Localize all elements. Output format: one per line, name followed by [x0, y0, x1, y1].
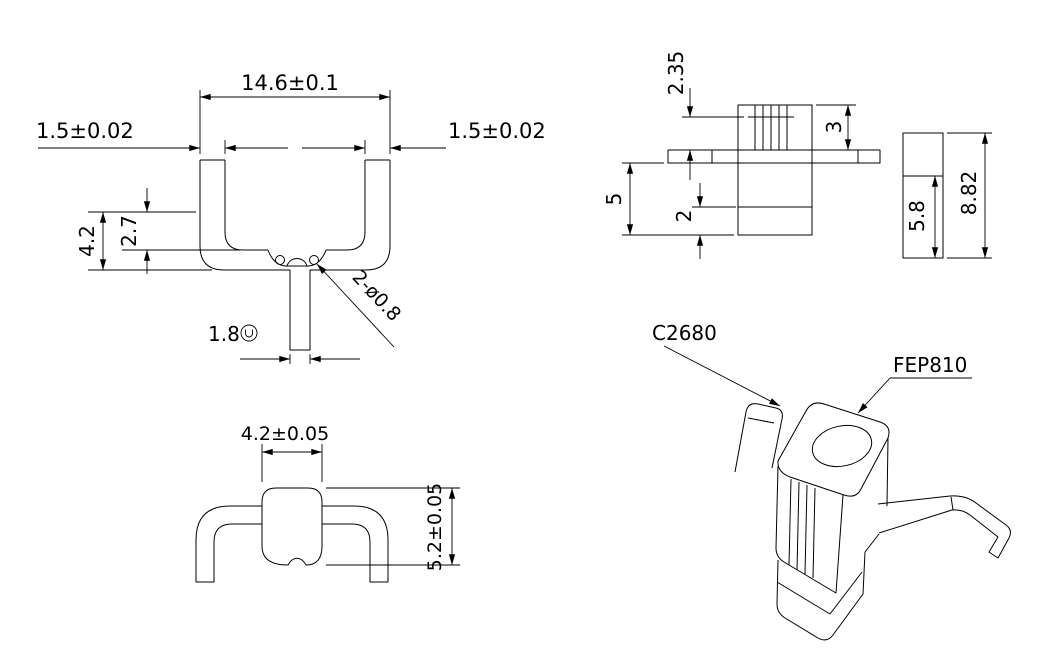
dim-text-tab-width: 1.8 — [208, 322, 240, 346]
side-body — [737, 104, 813, 236]
iso-top-hole — [811, 424, 873, 468]
iso-arm — [877, 495, 1011, 559]
dim-text-leg-total: 8.82 — [957, 171, 981, 216]
dim-text-base-height: 2 — [672, 210, 696, 223]
dim-text-height-outer: 4.2 — [75, 225, 99, 257]
side-tab-right — [812, 149, 881, 164]
iso-view: C2680 FEP810 — [652, 321, 1011, 641]
dim-text-leg-left: 1.5±0.02 — [36, 119, 134, 143]
front-hole-left — [275, 255, 285, 265]
front-outline-outer — [199, 160, 391, 351]
iso-groove — [812, 487, 816, 579]
front-outline-inner-left — [224, 160, 268, 251]
label-body-material: FEP810 — [893, 353, 967, 377]
iso-lower-band-right — [829, 571, 863, 615]
side-view: 2.35 3 5 2 5.8 8.82 — [602, 51, 992, 259]
dim-text-section-width: 4.2±0.05 — [241, 423, 329, 445]
dim-text-holes: 2-ø0.8 — [348, 266, 406, 325]
side-tab-left — [667, 149, 738, 164]
iso-top-face — [777, 402, 890, 497]
dim-text-top-block: 3 — [822, 121, 846, 134]
section-leg-right — [322, 505, 389, 583]
iso-arm-under-edge — [864, 533, 880, 553]
leader-clip-material — [663, 345, 781, 407]
iso-arm-bend-line — [950, 496, 954, 511]
iso-clip-tab-fold — [747, 417, 775, 424]
front-dimple-dome — [286, 258, 308, 267]
dim-text-width-top: 14.6±0.1 — [241, 71, 339, 95]
front-outline-inner-right — [326, 160, 366, 251]
dim-text-leg-partial: 5.8 — [905, 200, 929, 232]
iso-front-face — [775, 465, 844, 594]
iso-groove — [796, 481, 800, 571]
section-view: 4.2±0.05 5.2±0.05 — [195, 423, 460, 583]
section-leg-left — [195, 505, 262, 583]
side-leg-plate — [902, 132, 944, 259]
iso-clip-tab — [734, 403, 783, 473]
circled-u-glyph — [245, 329, 253, 338]
dim-text-leg-right: 1.5±0.02 — [448, 119, 546, 143]
front-view: 14.6±0.1 1.5±0.02 1.5±0.02 4.2 2.7 1.8 2… — [36, 71, 546, 364]
leader-body-material — [857, 377, 891, 414]
leader-holes — [316, 263, 395, 348]
section-body — [261, 487, 323, 566]
iso-lower-block — [776, 551, 866, 641]
dim-text-section-height: 5.2±0.05 — [424, 483, 446, 571]
front-hole-right — [309, 255, 319, 265]
dim-text-clip-protrusion: 2.35 — [664, 51, 688, 96]
iso-groove — [788, 478, 792, 566]
front-dimple — [267, 249, 327, 267]
dim-text-height-inner: 2.7 — [117, 215, 141, 247]
circled-u-symbol — [240, 324, 258, 342]
iso-lower-band-left — [776, 581, 831, 615]
dim-text-body-height: 5 — [602, 193, 626, 206]
iso-groove — [804, 484, 808, 575]
label-clip-material: C2680 — [652, 321, 717, 345]
iso-right-edge — [886, 437, 889, 507]
